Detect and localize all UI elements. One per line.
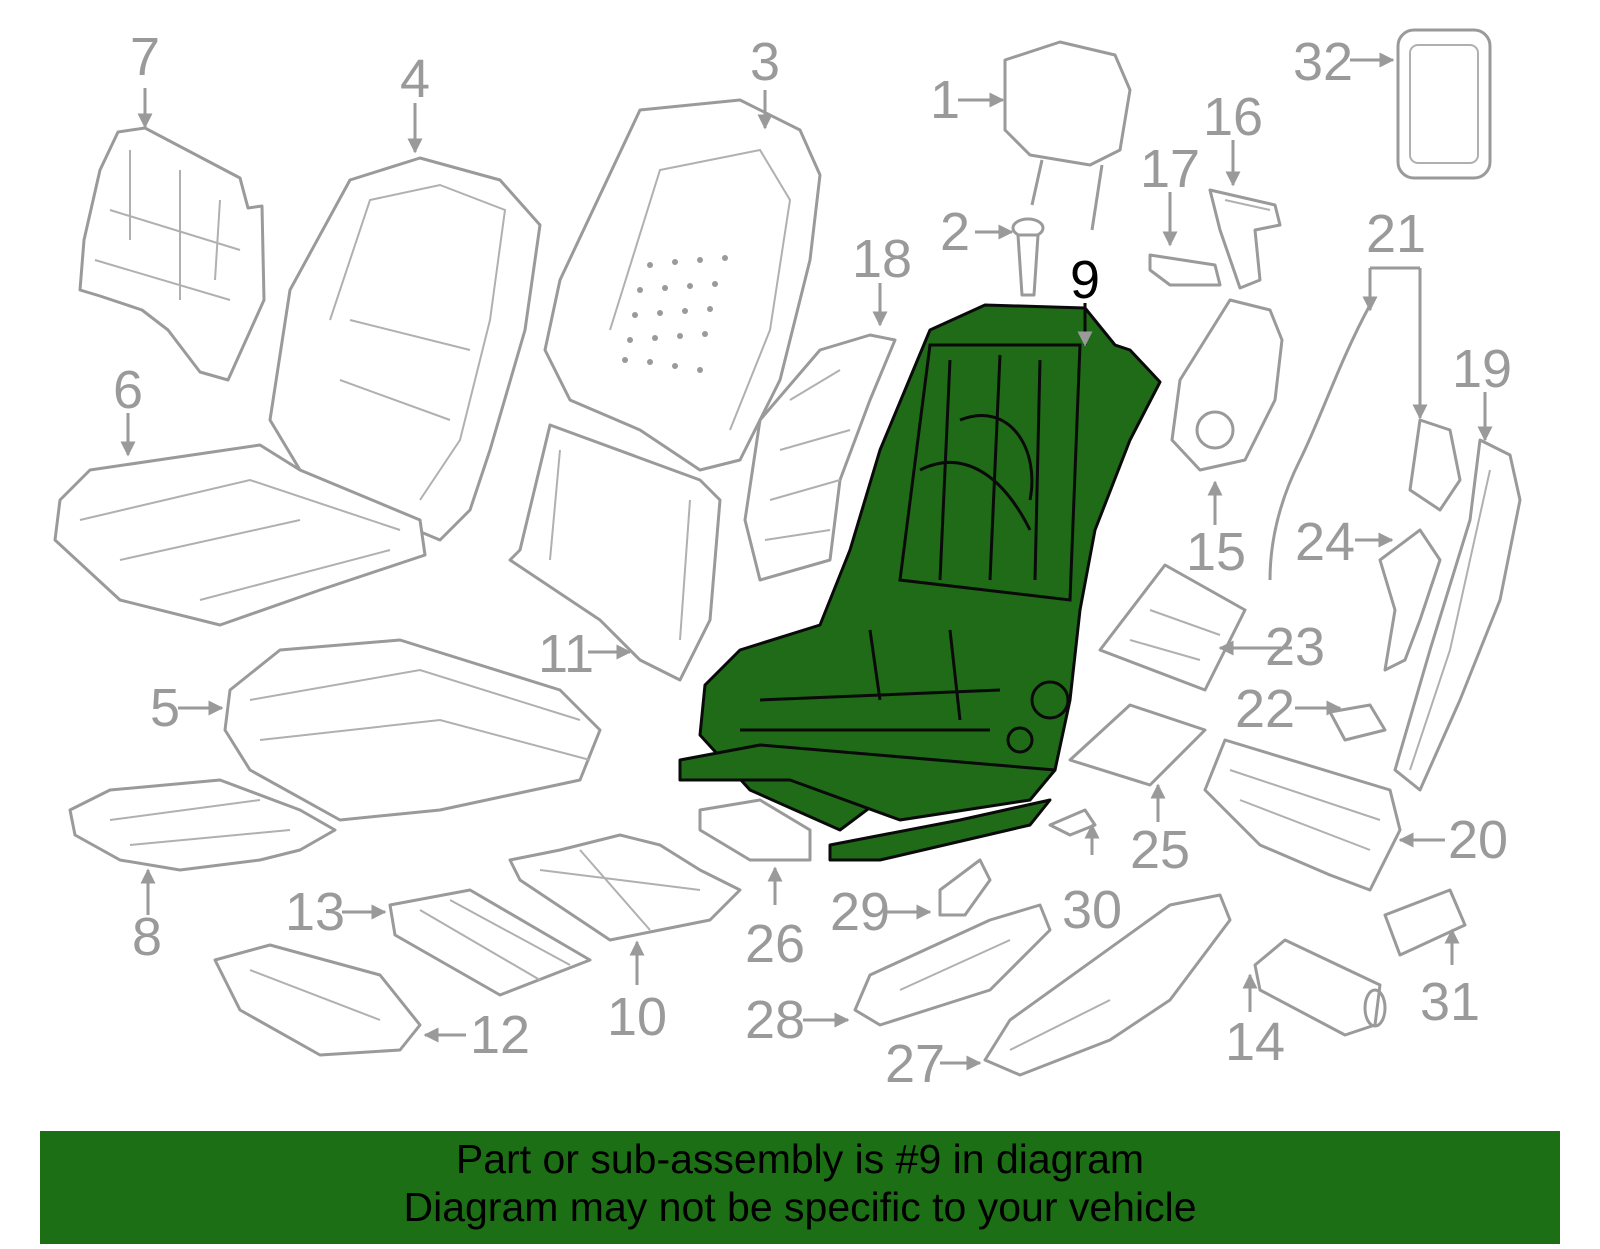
part-16-vent <box>1208 188 1282 290</box>
callout-17: 17 <box>1140 139 1200 199</box>
callout-20: 20 <box>1448 810 1508 870</box>
part-20-side-shield <box>1203 738 1402 892</box>
part-9-seat-frame <box>678 303 1162 862</box>
part-23-mat <box>1098 563 1247 692</box>
callout-16: 16 <box>1203 87 1263 147</box>
callout-7: 7 <box>130 27 160 87</box>
callout-30: 30 <box>1062 880 1122 940</box>
callout-1: 1 <box>930 70 960 130</box>
callout-24: 24 <box>1295 512 1355 572</box>
callout-12: 12 <box>470 1005 530 1065</box>
part-31-switch <box>1383 888 1467 957</box>
callout-8: 8 <box>132 907 162 967</box>
callout-15: 15 <box>1186 522 1246 582</box>
part-10-wire-frame <box>508 833 742 942</box>
part-18-side-panel <box>743 333 897 582</box>
leader-arrows <box>120 52 1493 1071</box>
callout-21: 21 <box>1366 204 1426 264</box>
callout-11: 11 <box>538 624 594 684</box>
callout-5: 5 <box>150 678 180 738</box>
part-3-back-cover-perforated <box>543 98 822 472</box>
part-14-motor <box>1253 938 1387 1037</box>
part-24-trim <box>1378 528 1442 672</box>
part-2-guide <box>1011 217 1045 297</box>
part-7-back-panel <box>78 126 266 382</box>
callout-9: 9 <box>1070 250 1100 310</box>
part-1-headrest <box>1003 40 1132 231</box>
banner-line-2: Diagram may not be specific to your vehi… <box>403 1184 1197 1230</box>
part-13-heater-module <box>388 888 592 997</box>
callout-31: 31 <box>1420 972 1480 1032</box>
part-6-cushion-cover <box>53 443 427 627</box>
callout-13: 13 <box>285 882 345 942</box>
part-19-side-trim <box>1393 438 1522 792</box>
callout-19: 19 <box>1452 339 1512 399</box>
part-27-side-trim <box>983 893 1232 1077</box>
part-22-clip <box>1328 703 1387 742</box>
callout-28: 28 <box>745 990 805 1050</box>
part-26-trim <box>698 798 812 862</box>
part-12-bottom-pan <box>213 943 422 1057</box>
part-32-switch <box>1396 28 1492 180</box>
callout-26: 26 <box>745 914 805 974</box>
part-30-clip <box>1048 808 1097 837</box>
banner-line-1: Part or sub-assembly is #9 in diagram <box>455 1136 1145 1182</box>
callout-3: 3 <box>750 32 780 92</box>
callout-22: 22 <box>1235 679 1295 739</box>
part-5-cushion-pad <box>223 638 602 822</box>
part-28-side-cover <box>853 903 1052 1027</box>
callout-10: 10 <box>607 987 667 1047</box>
callout-labels: 7 4 3 1 2 9 6 18 17 16 32 21 19 15 24 23… <box>113 27 1512 1094</box>
callout-2: 2 <box>940 202 970 262</box>
callout-23: 23 <box>1265 617 1325 677</box>
part-29-bracket <box>938 858 992 917</box>
callout-6: 6 <box>113 360 143 420</box>
callout-4: 4 <box>400 49 430 109</box>
callout-18: 18 <box>852 229 912 289</box>
callout-29: 29 <box>830 882 890 942</box>
info-banner: Part or sub-assembly is #9 in diagram Di… <box>40 1131 1560 1244</box>
callout-32: 32 <box>1293 32 1353 92</box>
part-15-back-housing <box>1170 298 1284 472</box>
callout-14: 14 <box>1225 1012 1285 1072</box>
part-25-bracket <box>1068 703 1207 787</box>
part-8-lower-pad <box>68 778 337 872</box>
part-21-cable <box>1268 304 1462 581</box>
callout-25: 25 <box>1130 820 1190 880</box>
part-11-lumbar <box>508 423 722 682</box>
part-17-trim <box>1148 253 1222 287</box>
callout-27: 27 <box>885 1034 945 1094</box>
